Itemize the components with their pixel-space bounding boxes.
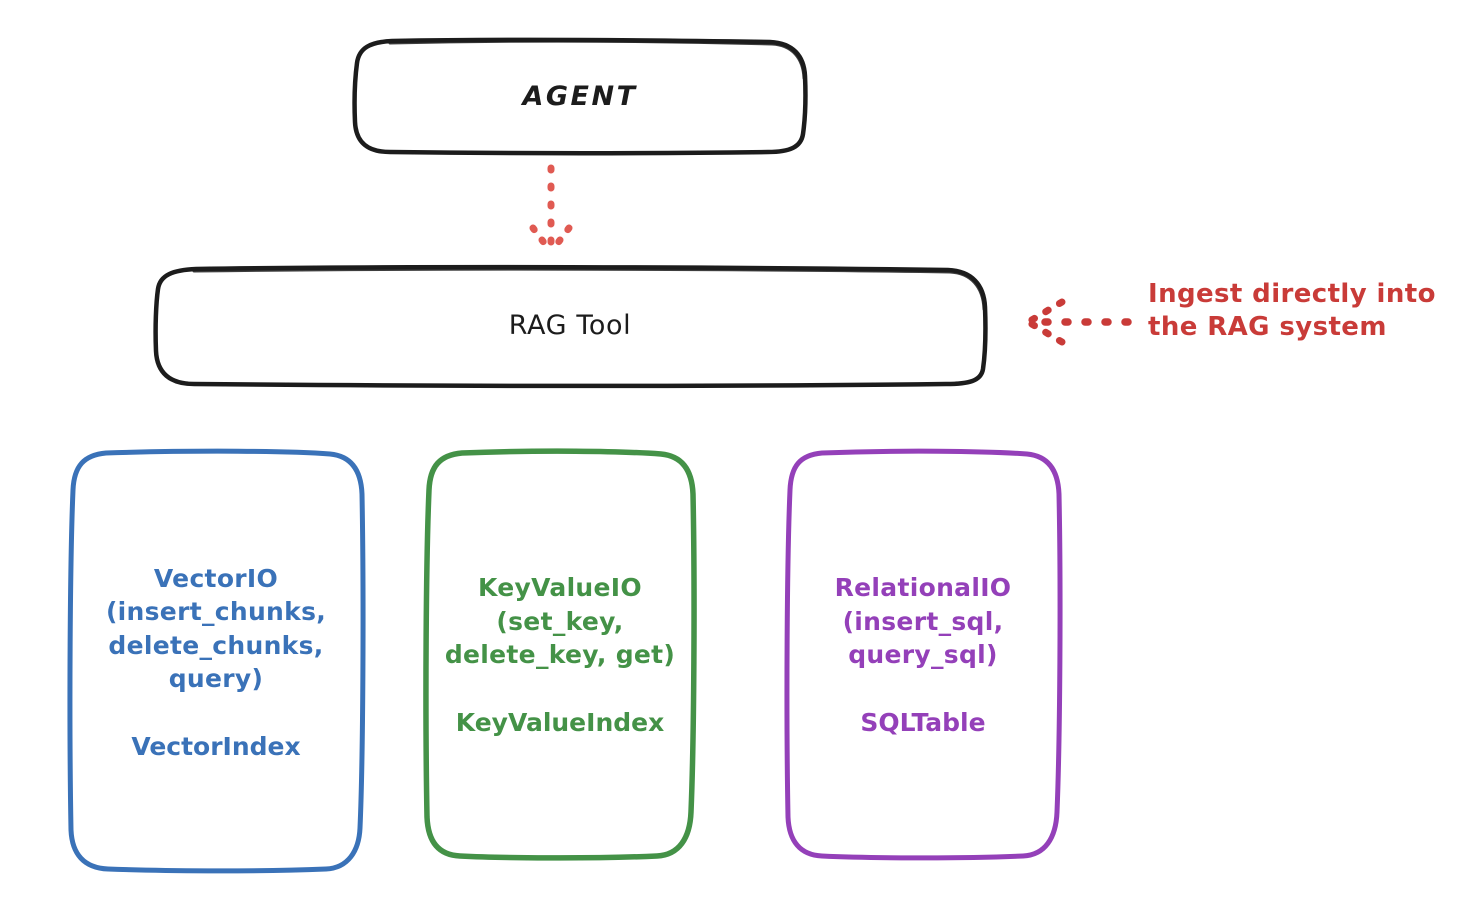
rag-tool-box[interactable]: RAG Tool xyxy=(155,268,985,384)
vector-io-box[interactable]: VectorIO (insert_chunks, delete_chunks, … xyxy=(70,452,362,870)
agent-label: AGENT xyxy=(522,80,638,112)
keyvalue-box-outline xyxy=(423,448,697,861)
key-value-index-label: KeyValueIndex xyxy=(455,707,665,737)
vector-index-label: VectorIndex xyxy=(131,731,301,761)
sql-table-label: SQLTable xyxy=(860,707,986,737)
rag-tool-label: RAG Tool xyxy=(508,310,632,342)
agent-box-outline-overdraw xyxy=(388,39,806,80)
rag-tool-box-outline xyxy=(153,264,988,389)
vector-io-label: VectorIO (insert_chunks, delete_chunks, … xyxy=(105,563,327,694)
key-value-io-box[interactable]: KeyValueIO (set_key, delete_key, get) Ke… xyxy=(427,452,693,856)
ingest-annotation-text: Ingest directly into the RAG system xyxy=(1148,279,1436,343)
relational-io-label: RelationalIO (insert_sql, query_sql) xyxy=(834,573,1012,670)
key-value-io-label: KeyValueIO (set_key, delete_key, get) xyxy=(444,573,676,670)
relational-io-box[interactable]: RelationalIO (insert_sql, query_sql) SQL… xyxy=(787,452,1059,856)
relational-box-outline xyxy=(784,448,1063,861)
agent-to-rag-arrow xyxy=(529,164,573,256)
ingest-arrow xyxy=(1025,298,1132,346)
vector-box-outline xyxy=(67,448,366,874)
rag-tool-box-outline-overdraw xyxy=(192,267,986,311)
agent-box[interactable]: AGENT xyxy=(355,40,805,153)
